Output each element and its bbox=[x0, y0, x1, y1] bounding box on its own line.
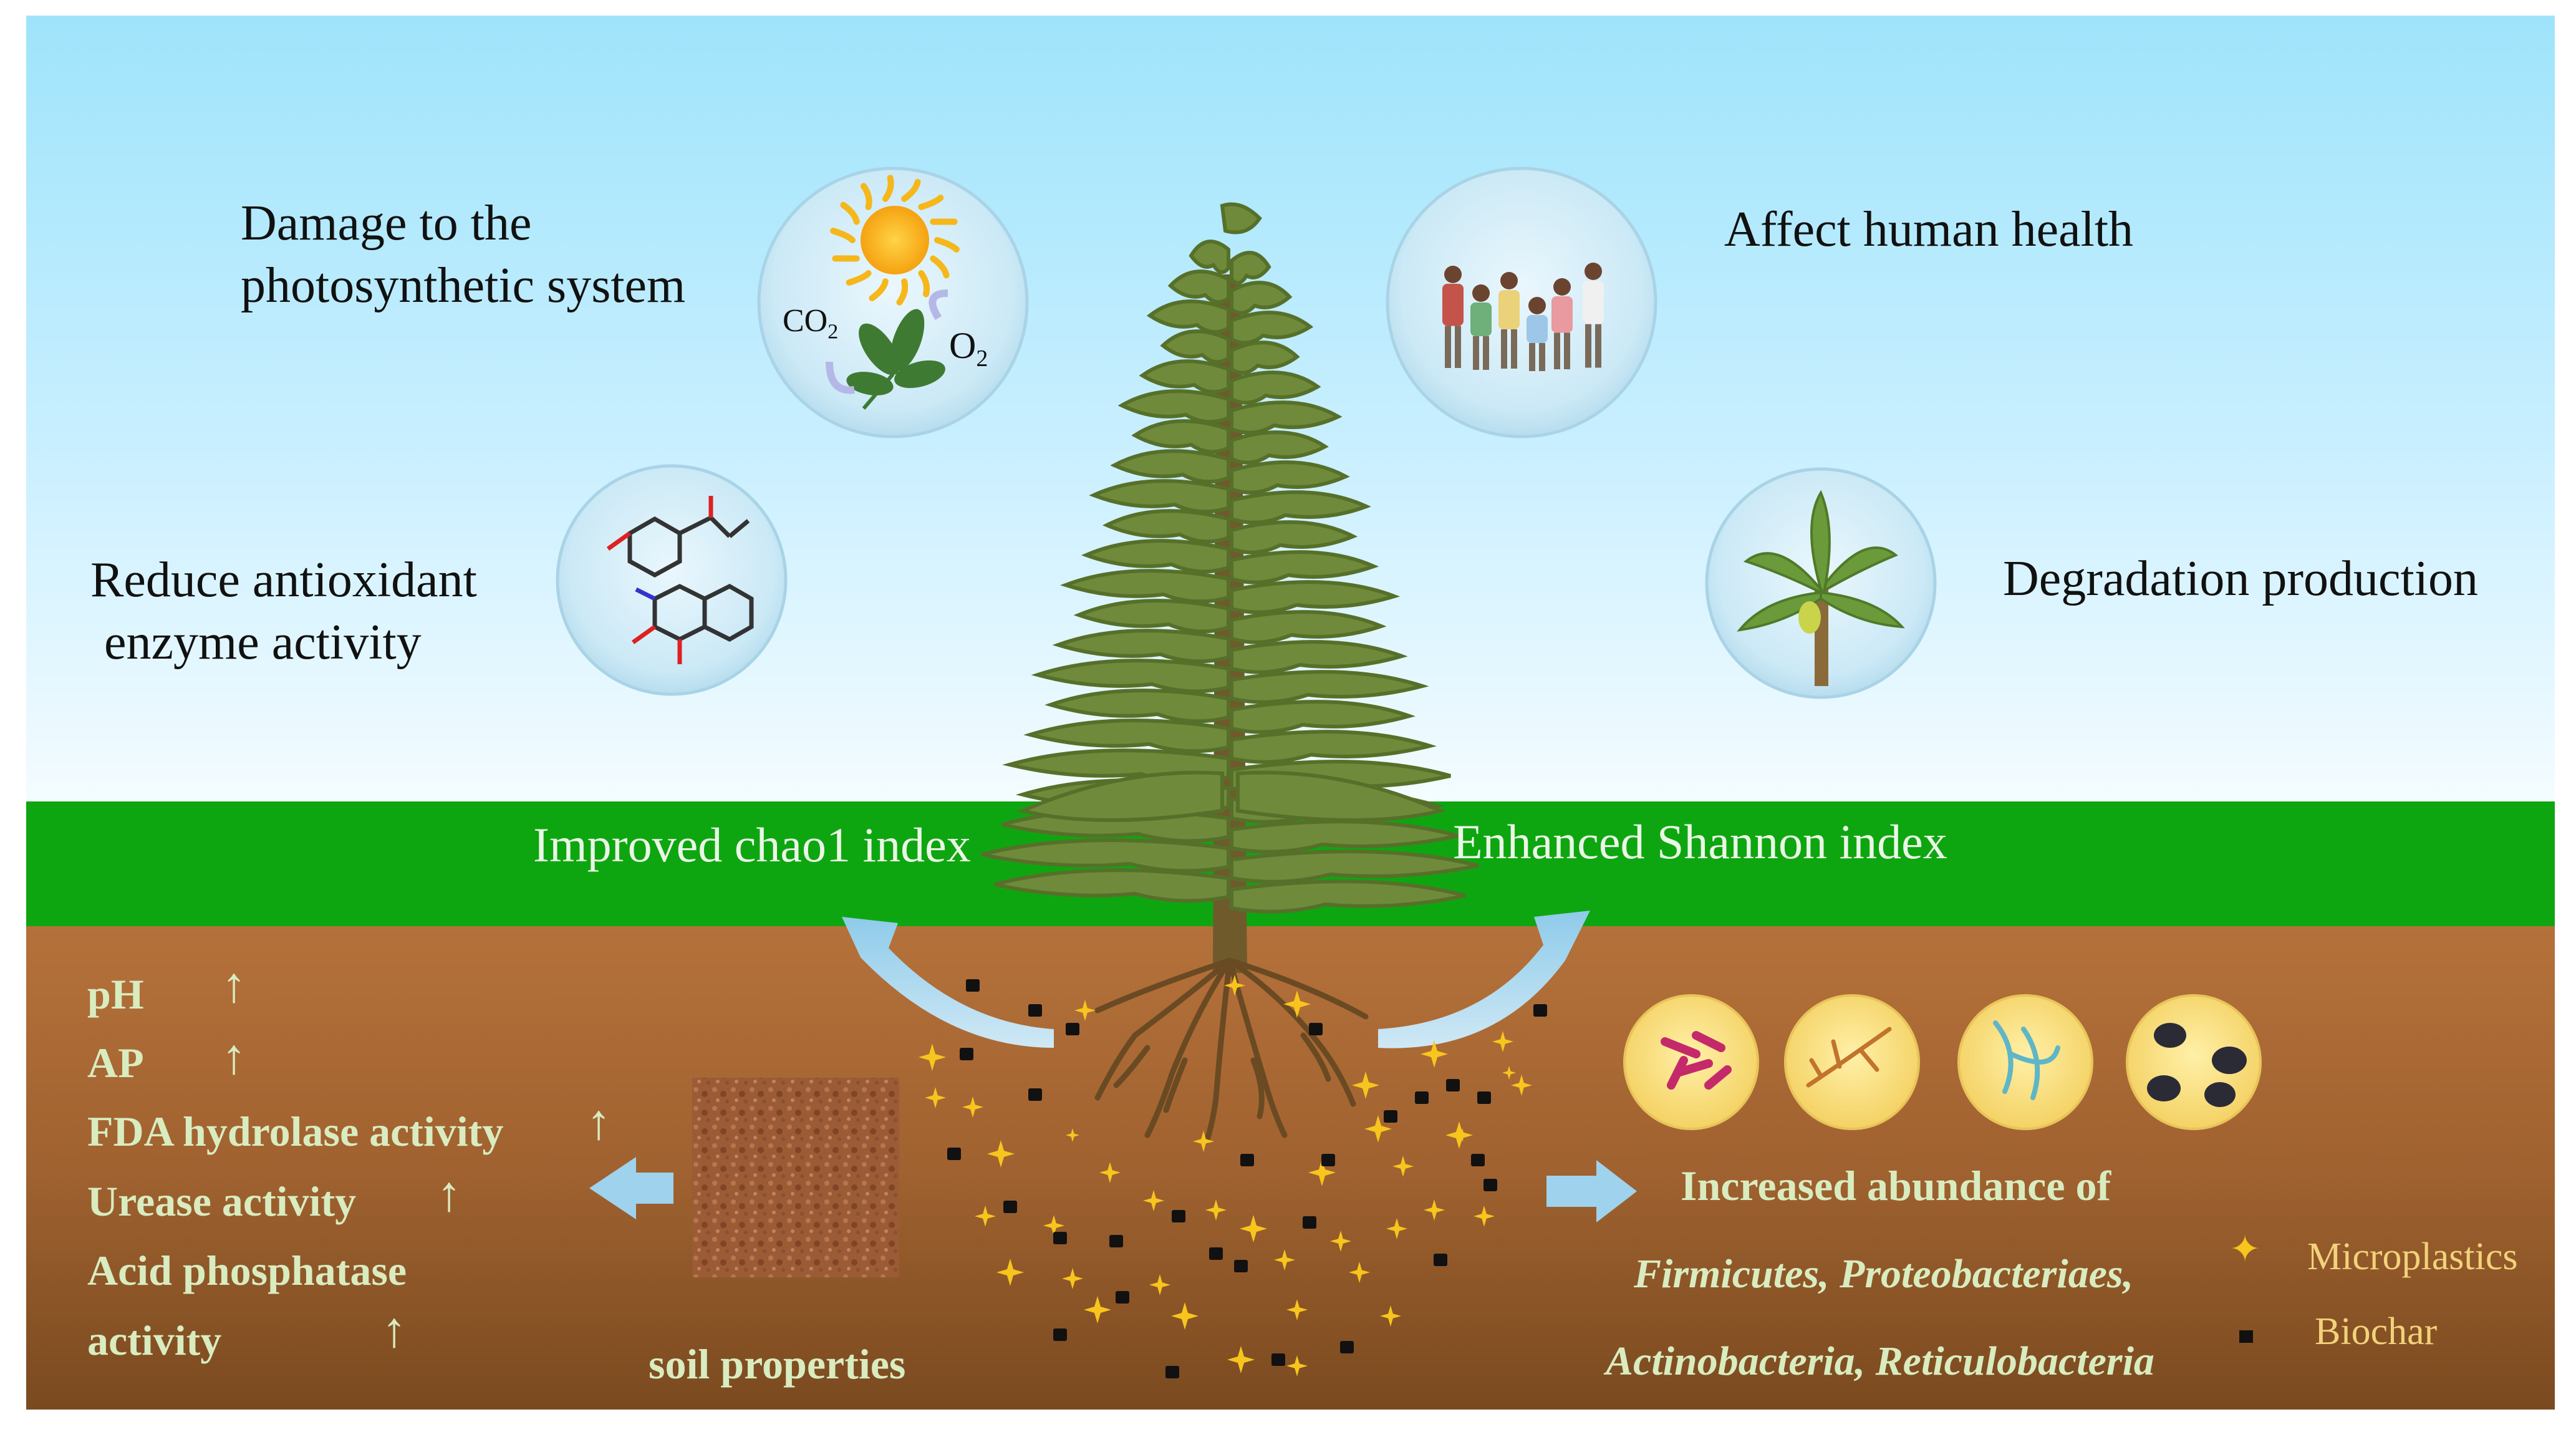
bacteria-right-arrow bbox=[1546, 1160, 1637, 1222]
soil-prop-ap-up-arrow: ↑ bbox=[221, 1030, 246, 1085]
soil-prop-ph-up-arrow: ↑ bbox=[221, 958, 246, 1013]
sun-icon bbox=[830, 175, 960, 306]
antioxidant-bubble bbox=[556, 464, 788, 696]
photosynthesis-label-line1: Damage to the bbox=[241, 196, 532, 251]
soil-prop-fda: FDA hydrolase activity bbox=[87, 1108, 504, 1155]
degradation-bubble bbox=[1705, 467, 1937, 699]
tree-illustration bbox=[981, 202, 1479, 1144]
photosynthesis-bubble bbox=[757, 167, 1029, 438]
soil-background bbox=[26, 926, 2555, 1410]
bacteria-dish-4 bbox=[2126, 994, 2262, 1130]
chao1-label: Improved chao1 index bbox=[533, 818, 971, 872]
bacteria-line1: Firmicutes, Proteobacteriaes, bbox=[1634, 1251, 2134, 1297]
soil-sample-photo bbox=[692, 1078, 899, 1277]
legend-microplastics-label: Microplastics bbox=[2307, 1236, 2518, 1278]
antioxidant-label: Reduce antioxidant enzyme activity bbox=[90, 549, 477, 674]
co2-arrow-icon bbox=[826, 361, 855, 394]
bacteria-line2: Actinobacteria, Reticulobacteria bbox=[1606, 1338, 2154, 1384]
shannon-curved-arrow bbox=[1378, 911, 1590, 1048]
family-icon bbox=[1442, 263, 1604, 371]
molecule-icon bbox=[606, 496, 754, 664]
bacteria-dish-1 bbox=[1623, 994, 1759, 1130]
degradation-label: Degradation production bbox=[2003, 551, 2478, 606]
o2-text: O bbox=[949, 325, 977, 366]
soil-prop-ap: AP bbox=[87, 1039, 144, 1086]
legend-biochar-marker bbox=[2239, 1330, 2253, 1343]
antioxidant-label-line1: Reduce antioxidant bbox=[90, 553, 477, 607]
bacteria-heading: Increased abundance of bbox=[1681, 1162, 2111, 1209]
o2-label: O2 bbox=[949, 324, 988, 372]
soil-prop-fda-up-arrow: ↑ bbox=[586, 1095, 611, 1150]
soil-prop-activity: activity bbox=[87, 1317, 222, 1364]
co2-subscript: 2 bbox=[827, 320, 839, 344]
o2-subscript: 2 bbox=[976, 346, 988, 372]
co2-text: CO bbox=[783, 303, 828, 339]
leaf-icon bbox=[846, 309, 945, 410]
co2-label: CO2 bbox=[783, 302, 838, 344]
bacteria-dish-2 bbox=[1784, 994, 1920, 1130]
legend-biochar-label: Biochar bbox=[2315, 1310, 2438, 1353]
soil-prop-urease-up-arrow: ↑ bbox=[437, 1167, 461, 1222]
soil-properties-left-arrow bbox=[589, 1157, 673, 1219]
antioxidant-label-line2: enzyme activity bbox=[104, 615, 422, 670]
shannon-label: Enhanced Shannon index bbox=[1453, 815, 1947, 869]
soil-prop-acid-phosphatase: Acid phosphatase bbox=[87, 1247, 407, 1294]
human-health-label: Affect human health bbox=[1724, 202, 2134, 257]
soil-prop-acid-phosphatase-up-arrow: ↑ bbox=[382, 1303, 407, 1358]
photosynthesis-label: Damage to the photosynthetic system bbox=[241, 192, 685, 317]
legend-microplastics-marker: ✦ bbox=[2229, 1227, 2261, 1271]
particle-layer bbox=[919, 975, 1547, 1378]
photosynthesis-label-line2: photosynthetic system bbox=[241, 258, 686, 313]
o2-arrow-icon bbox=[929, 289, 948, 321]
soil-prop-urease: Urease activity bbox=[87, 1178, 357, 1225]
chao1-curved-arrow bbox=[842, 917, 1054, 1048]
bacteria-dish-3 bbox=[1957, 994, 2093, 1130]
banana-plant-icon bbox=[1737, 490, 1905, 686]
soil-properties-caption: soil properties bbox=[649, 1340, 906, 1388]
human-health-bubble bbox=[1386, 167, 1657, 438]
soil-prop-ph: pH bbox=[87, 970, 144, 1018]
